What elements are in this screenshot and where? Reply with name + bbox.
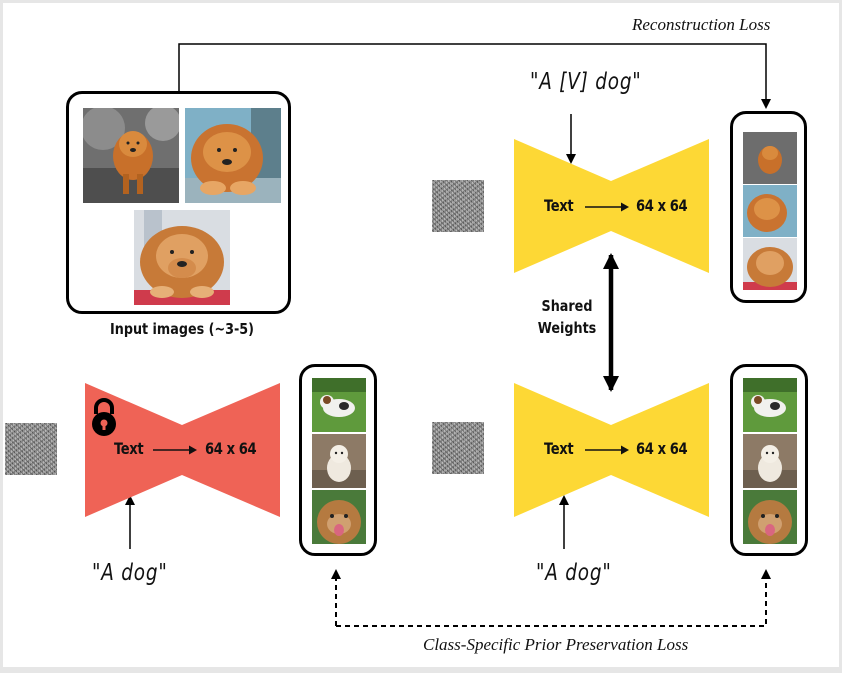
output-image-chow-3 bbox=[743, 238, 797, 290]
text-label-bottom-right: Text bbox=[544, 439, 574, 458]
shared-weights-label: Shared Weights bbox=[537, 297, 597, 337]
input-images-panel bbox=[66, 91, 291, 314]
output-image-dog-2 bbox=[312, 434, 366, 488]
dreambooth-diagram: Reconstruction Loss Class-Specific Prior… bbox=[3, 3, 839, 667]
output-image-chow-2 bbox=[743, 185, 797, 237]
noise-input-top bbox=[432, 180, 484, 232]
output-image-chow-1 bbox=[743, 132, 797, 184]
noise-input-frozen bbox=[5, 423, 57, 475]
reconstruction-loss-arrow bbox=[178, 43, 771, 109]
noise-input-bottom-right bbox=[432, 422, 484, 474]
trainable-model-top bbox=[514, 139, 709, 273]
input-image-chow-walking bbox=[83, 108, 179, 203]
output-panel-frozen bbox=[299, 364, 377, 556]
input-images-caption: Input images (~3-5) bbox=[110, 320, 254, 338]
output-image-dog-1 bbox=[312, 378, 366, 432]
class-prompt-right: "A dog" bbox=[536, 560, 612, 586]
lock-icon bbox=[92, 398, 116, 436]
output-panel-top bbox=[730, 111, 807, 303]
reconstruction-loss-label: Reconstruction Loss bbox=[632, 15, 771, 34]
output-panel-class bbox=[730, 364, 808, 556]
connector-layer bbox=[125, 43, 771, 627]
instance-prompt: "A [V] dog" bbox=[530, 69, 642, 95]
output-image-dog-5 bbox=[743, 434, 797, 488]
input-image-chow-car bbox=[185, 108, 281, 203]
output-image-dog-3 bbox=[312, 490, 366, 544]
text-label-frozen: Text bbox=[114, 439, 144, 458]
text-to-image-arrow-top bbox=[585, 202, 629, 212]
text-label-top: Text bbox=[544, 196, 574, 215]
text-to-image-arrow-bottom-right bbox=[585, 445, 629, 455]
output-image-dog-6 bbox=[743, 490, 797, 544]
output-size-label-bottom-right: 64 x 64 bbox=[636, 439, 688, 458]
output-size-label-top: 64 x 64 bbox=[636, 196, 688, 215]
output-image-dog-4 bbox=[743, 378, 797, 432]
input-image-chow-portrait bbox=[134, 210, 230, 305]
bowtie-shape bbox=[514, 139, 709, 273]
class-prompt-left: "A dog" bbox=[92, 560, 168, 586]
output-size-label-frozen: 64 x 64 bbox=[205, 439, 257, 458]
text-to-image-arrow-frozen bbox=[153, 445, 197, 455]
prior-preservation-loss-label: Class-Specific Prior Preservation Loss bbox=[423, 635, 689, 654]
